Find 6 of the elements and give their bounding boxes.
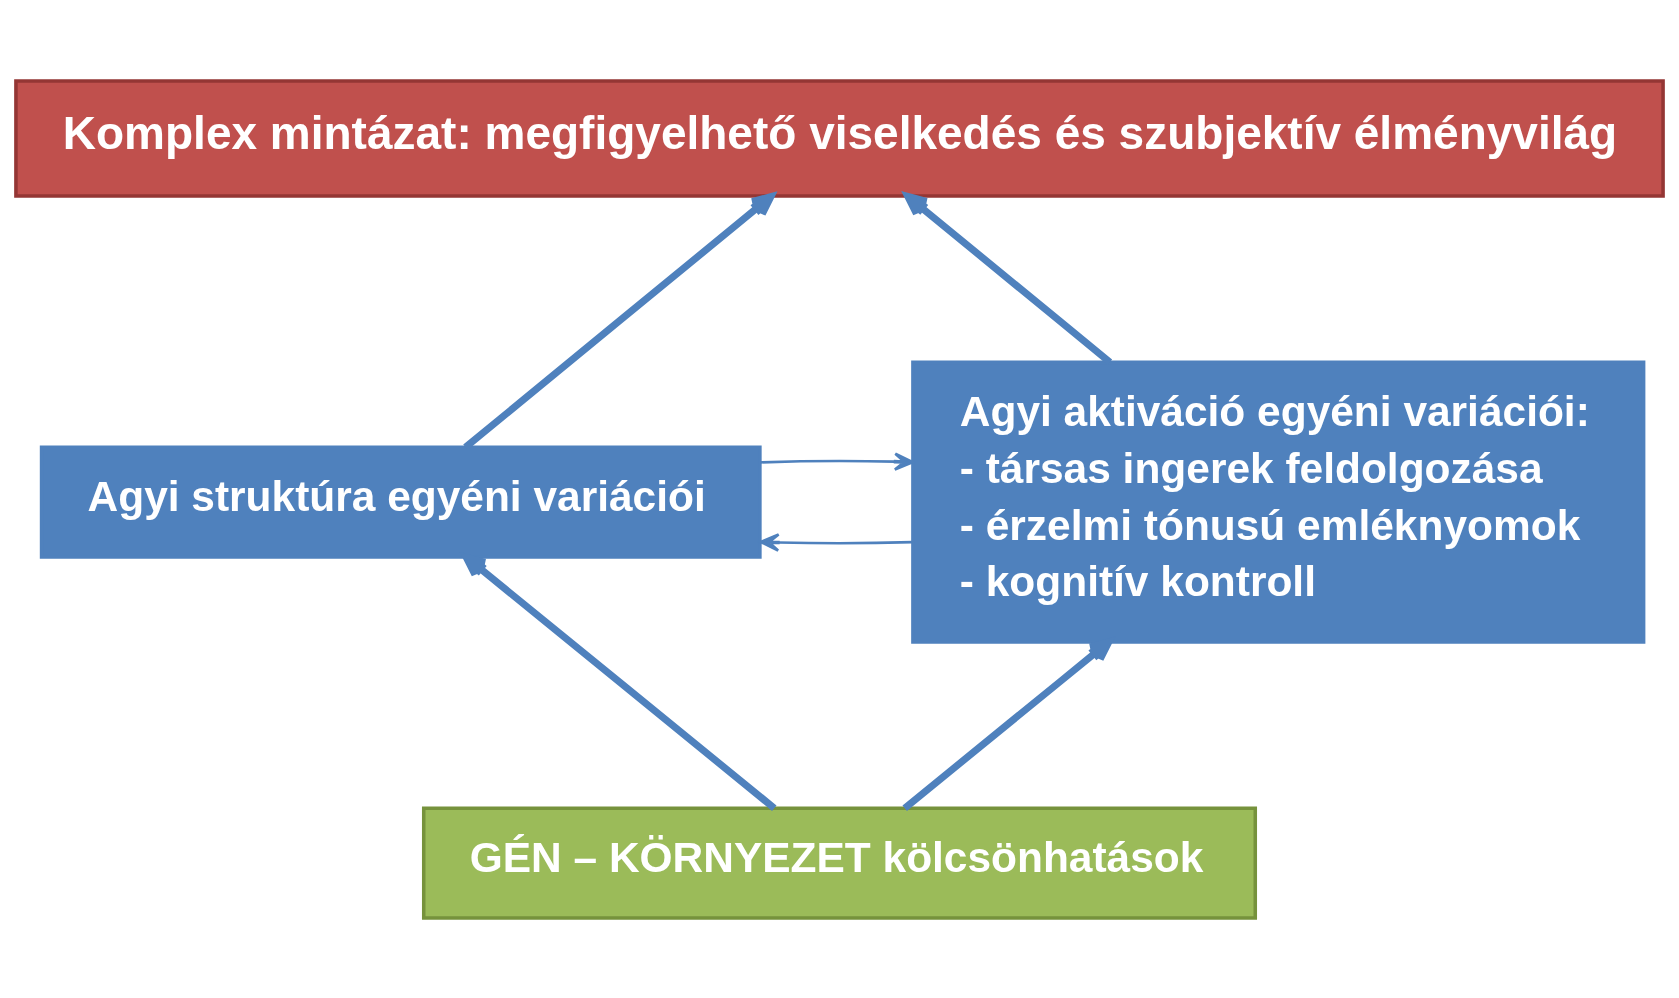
arrow xyxy=(759,532,913,552)
node-box: Agyi struktúra egyéni variációi xyxy=(39,445,762,559)
node-box: GÉN – KÖRNYEZET kölcsönhatások xyxy=(421,805,1258,920)
node-box: Komplex mintázat: megfigyelhető viselkedés és szubjektív élményvilág xyxy=(14,78,1665,198)
node-box: Agyi aktiváció egyéni variációi: - társas ingerek feldolgozása - érzelmi tónusú emléknyomok - kognitív kontroll xyxy=(911,360,1646,644)
arrow xyxy=(760,451,915,471)
